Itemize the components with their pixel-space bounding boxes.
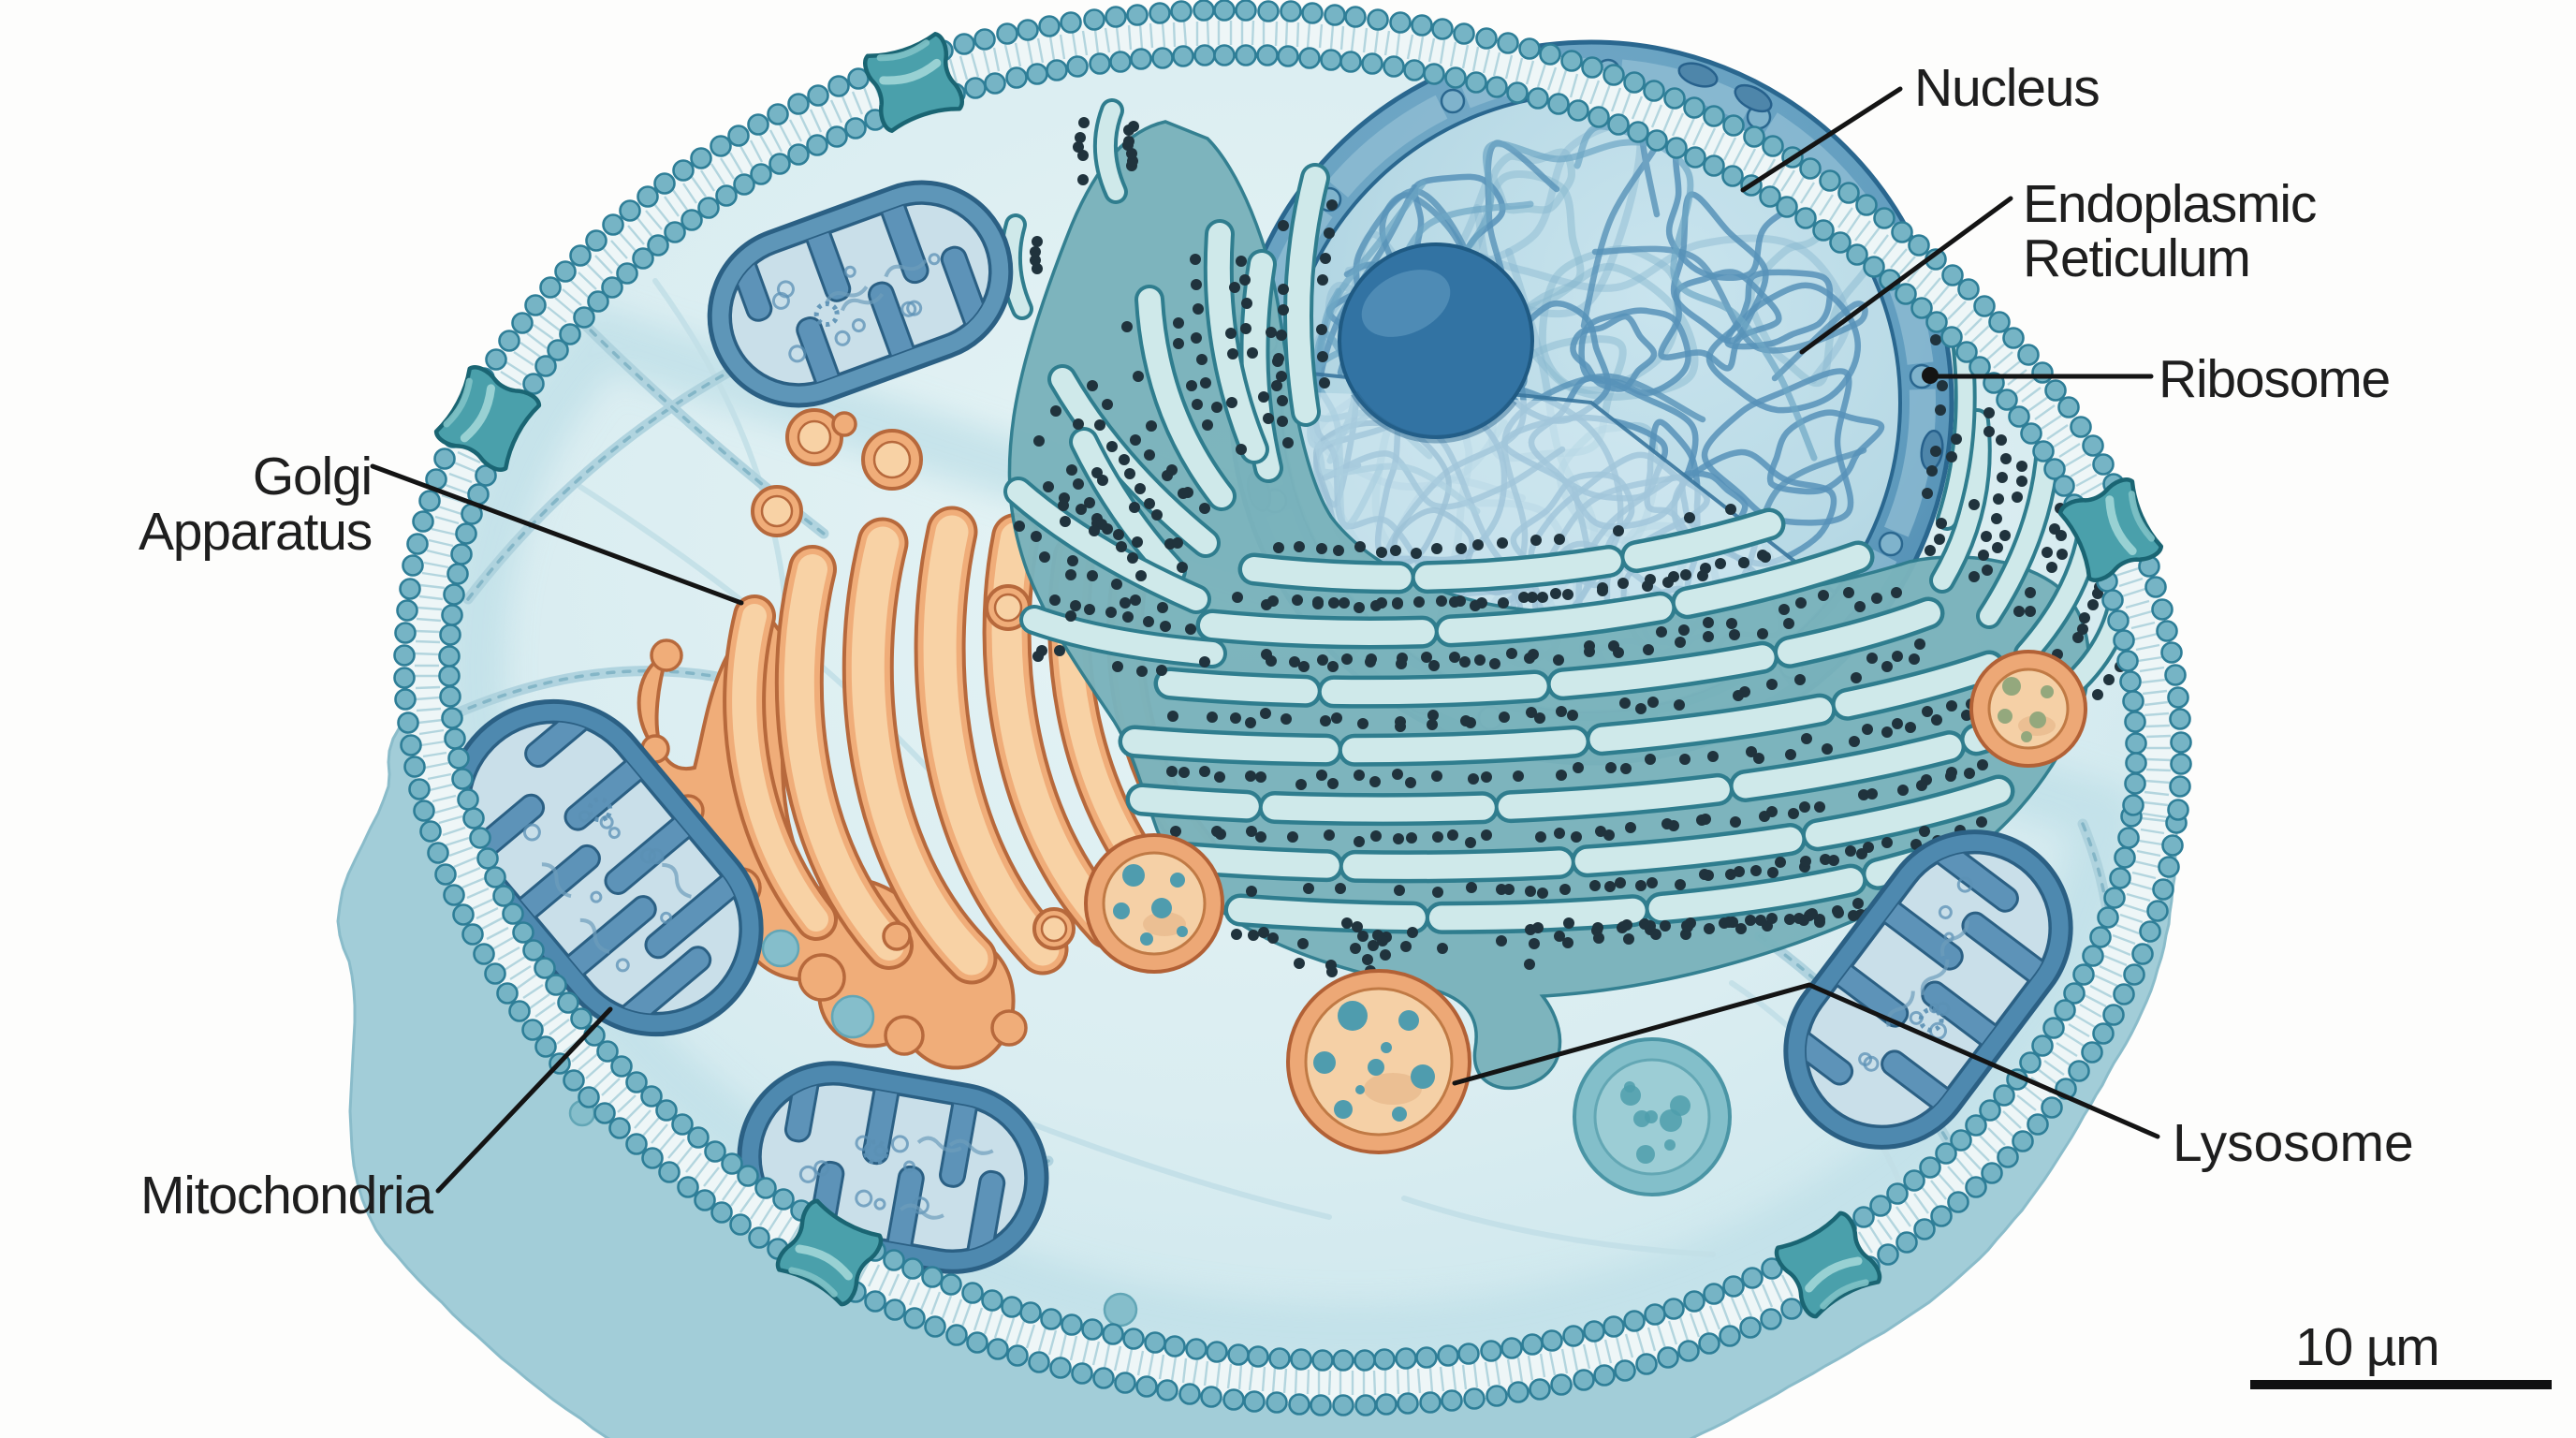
svg-text:Endoplasmic: Endoplasmic <box>2023 174 2316 234</box>
svg-text:Apparatus: Apparatus <box>139 502 372 562</box>
svg-text:Ribosome: Ribosome <box>2159 349 2390 409</box>
svg-text:10 µm: 10 µm <box>2295 1317 2439 1377</box>
svg-text:Mitochondria: Mitochondria <box>140 1166 433 1225</box>
svg-text:Nucleus: Nucleus <box>1914 58 2100 118</box>
svg-text:Reticulum: Reticulum <box>2023 228 2250 288</box>
svg-text:Lysosome: Lysosome <box>2173 1113 2414 1173</box>
svg-text:Golgi: Golgi <box>253 447 372 506</box>
